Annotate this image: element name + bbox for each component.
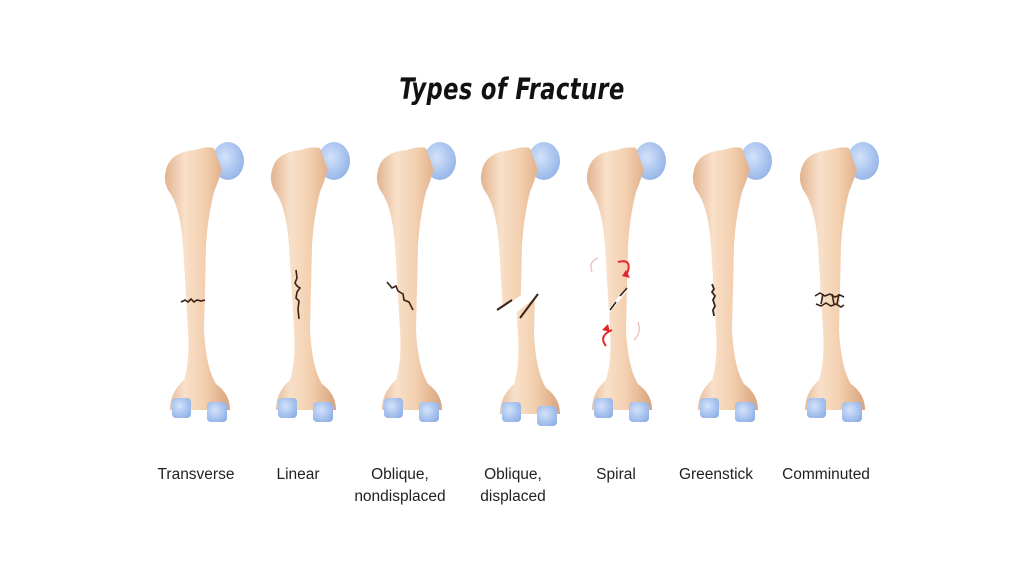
crack-oblique [386, 281, 414, 311]
label-line: Oblique, [371, 466, 429, 483]
bone-greenstick [692, 142, 772, 422]
label-greenstick: Greenstick [678, 466, 754, 483]
bone-linear [270, 142, 350, 422]
bone-transverse [164, 142, 244, 422]
crack-linear [294, 269, 302, 320]
bone-oblique-nondisplaced [376, 142, 456, 422]
crack-greenstick [710, 283, 717, 317]
label-transverse: Transverse [157, 466, 235, 483]
rotation-arrow-icon [602, 329, 613, 347]
diagram-title: Types of Fracture [399, 72, 625, 106]
label-comminuted: Comminuted [782, 466, 870, 483]
label-linear: Linear [276, 466, 320, 483]
label-line: Oblique, [484, 466, 542, 483]
label-line: nondisplaced [354, 488, 446, 505]
bone-spiral [586, 142, 666, 422]
fragments [814, 292, 845, 308]
bone-oblique-displaced [480, 142, 574, 426]
label-oblique-nondisplaced: Oblique, nondisplaced [330, 464, 470, 508]
label-line: displaced [480, 488, 546, 505]
label-oblique-displaced: Oblique, displaced [443, 464, 583, 508]
bone-comminuted [799, 142, 879, 422]
crack-transverse [180, 297, 206, 304]
label-spiral: Spiral [596, 466, 636, 483]
